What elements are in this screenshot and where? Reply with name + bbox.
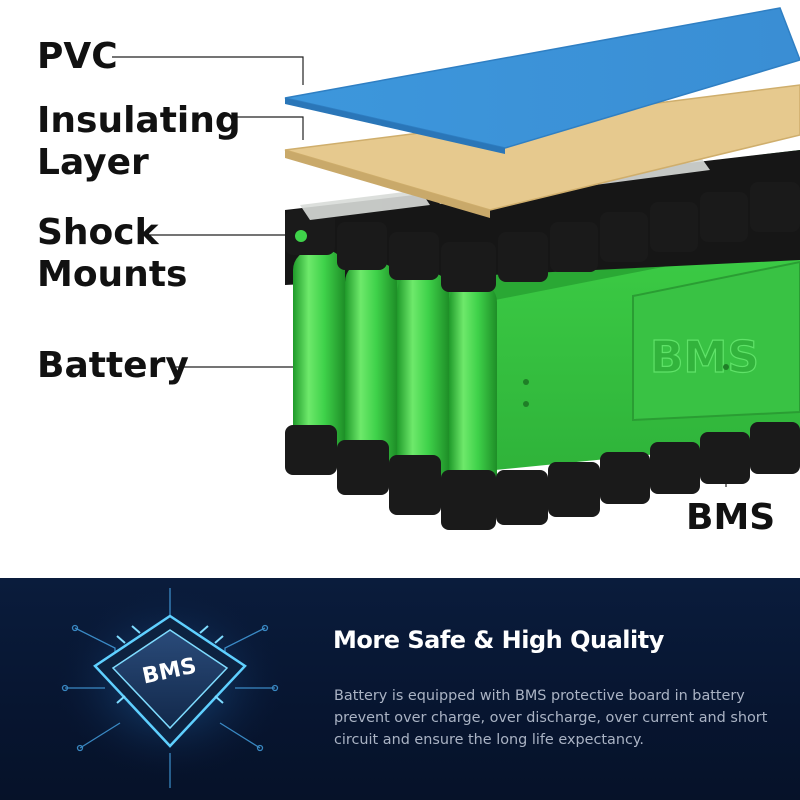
label-pvc: PVC bbox=[37, 36, 118, 77]
shock-mount-marker bbox=[295, 230, 307, 242]
label-battery: Battery bbox=[37, 345, 189, 386]
label-shock-line2: Mounts bbox=[37, 254, 188, 295]
side-screw bbox=[523, 401, 529, 407]
label-shock-mounts: Shock Mounts bbox=[37, 212, 187, 296]
battery-cell bbox=[397, 272, 449, 490]
label-insulating-layer: Insulating Layer bbox=[37, 100, 241, 184]
label-shock-line1: Shock bbox=[37, 212, 159, 253]
headline: More Safe & High Quality bbox=[333, 626, 664, 654]
description: Battery is equipped with BMS protective … bbox=[334, 688, 768, 748]
side-screw bbox=[523, 379, 529, 385]
battery-cells bbox=[293, 250, 497, 500]
label-insulating-line2: Layer bbox=[37, 142, 149, 183]
battery-cell bbox=[449, 282, 497, 500]
quality-banner: BMS More Safe & High Quality Battery is … bbox=[0, 578, 800, 800]
battery-cell bbox=[345, 262, 397, 480]
battery-cell bbox=[293, 250, 345, 468]
cell-holder-caps-bottom bbox=[285, 422, 800, 530]
bms-marker-dot bbox=[723, 364, 729, 370]
bms-chip-icon: BMS bbox=[55, 588, 285, 788]
battery-diagram-section: BMS bbox=[37, 7, 800, 538]
battery-pack-illustration: BMS bbox=[112, 7, 800, 530]
label-bms: BMS bbox=[686, 497, 776, 538]
bms-panel-text: BMS bbox=[650, 332, 759, 383]
pvc-sheet bbox=[284, 7, 800, 154]
cell-holder-caps-top bbox=[285, 182, 800, 292]
label-insulating-line1: Insulating bbox=[37, 100, 241, 141]
